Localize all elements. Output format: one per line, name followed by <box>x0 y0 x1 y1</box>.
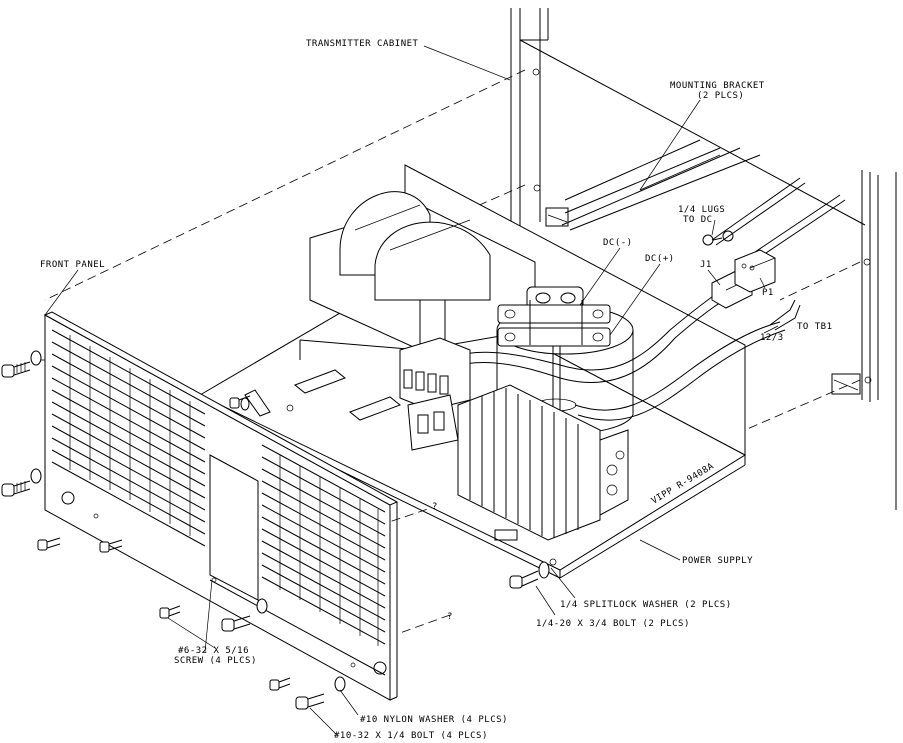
bolt-icon <box>2 469 41 496</box>
label-splitlock-washer: 1/4 SPLITLOCK WASHER (2 PLCS) <box>560 600 732 610</box>
label-screw-size: #6-32 X 5/16 <box>178 646 249 656</box>
label-mounting-bracket-qty: (2 PLCS) <box>697 91 744 101</box>
label-bolt-14-20: 1/4-20 X 3/4 BOLT (2 PLCS) <box>536 619 690 629</box>
label-mounting-bracket: MOUNTING BRACKET <box>670 81 765 91</box>
bolt-icon <box>2 351 41 377</box>
label-nylon-washer: #10 NYLON WASHER (4 PLCS) <box>360 715 508 725</box>
screw-icon <box>160 606 180 618</box>
label-power-supply: POWER SUPPLY <box>682 556 753 566</box>
label-j1: J1 <box>700 260 712 270</box>
bolt-icon <box>296 677 345 709</box>
label-12-3: 12/3 <box>760 333 784 343</box>
dc-lugs <box>703 231 733 245</box>
label-to-tb1: TO TB1 <box>797 322 833 332</box>
label-front-panel: FRONT PANEL <box>40 260 105 270</box>
label-transmitter-cabinet: TRANSMITTER CABINET <box>306 39 418 49</box>
mounting-bracket <box>562 140 760 230</box>
label-question-2: ? <box>447 612 453 622</box>
screw-icon <box>38 538 60 550</box>
front-panel-opening <box>210 455 258 600</box>
label-bolt-10-32: #10-32 X 1/4 BOLT (4 PLCS) <box>334 731 488 741</box>
label-screw-qty: SCREW (4 PLCS) <box>174 656 257 666</box>
label-lugs-to-dc: TO DC <box>683 215 713 225</box>
label-dc-plus: DC(+) <box>645 254 675 264</box>
label-lugs: 1/4 LUGS <box>678 205 725 215</box>
connector-p1 <box>735 250 775 292</box>
label-p1: P1 <box>762 288 774 298</box>
label-question-1: ? <box>432 502 438 512</box>
label-dc-minus: DC(-) <box>603 238 633 248</box>
screw-icon <box>270 678 290 690</box>
